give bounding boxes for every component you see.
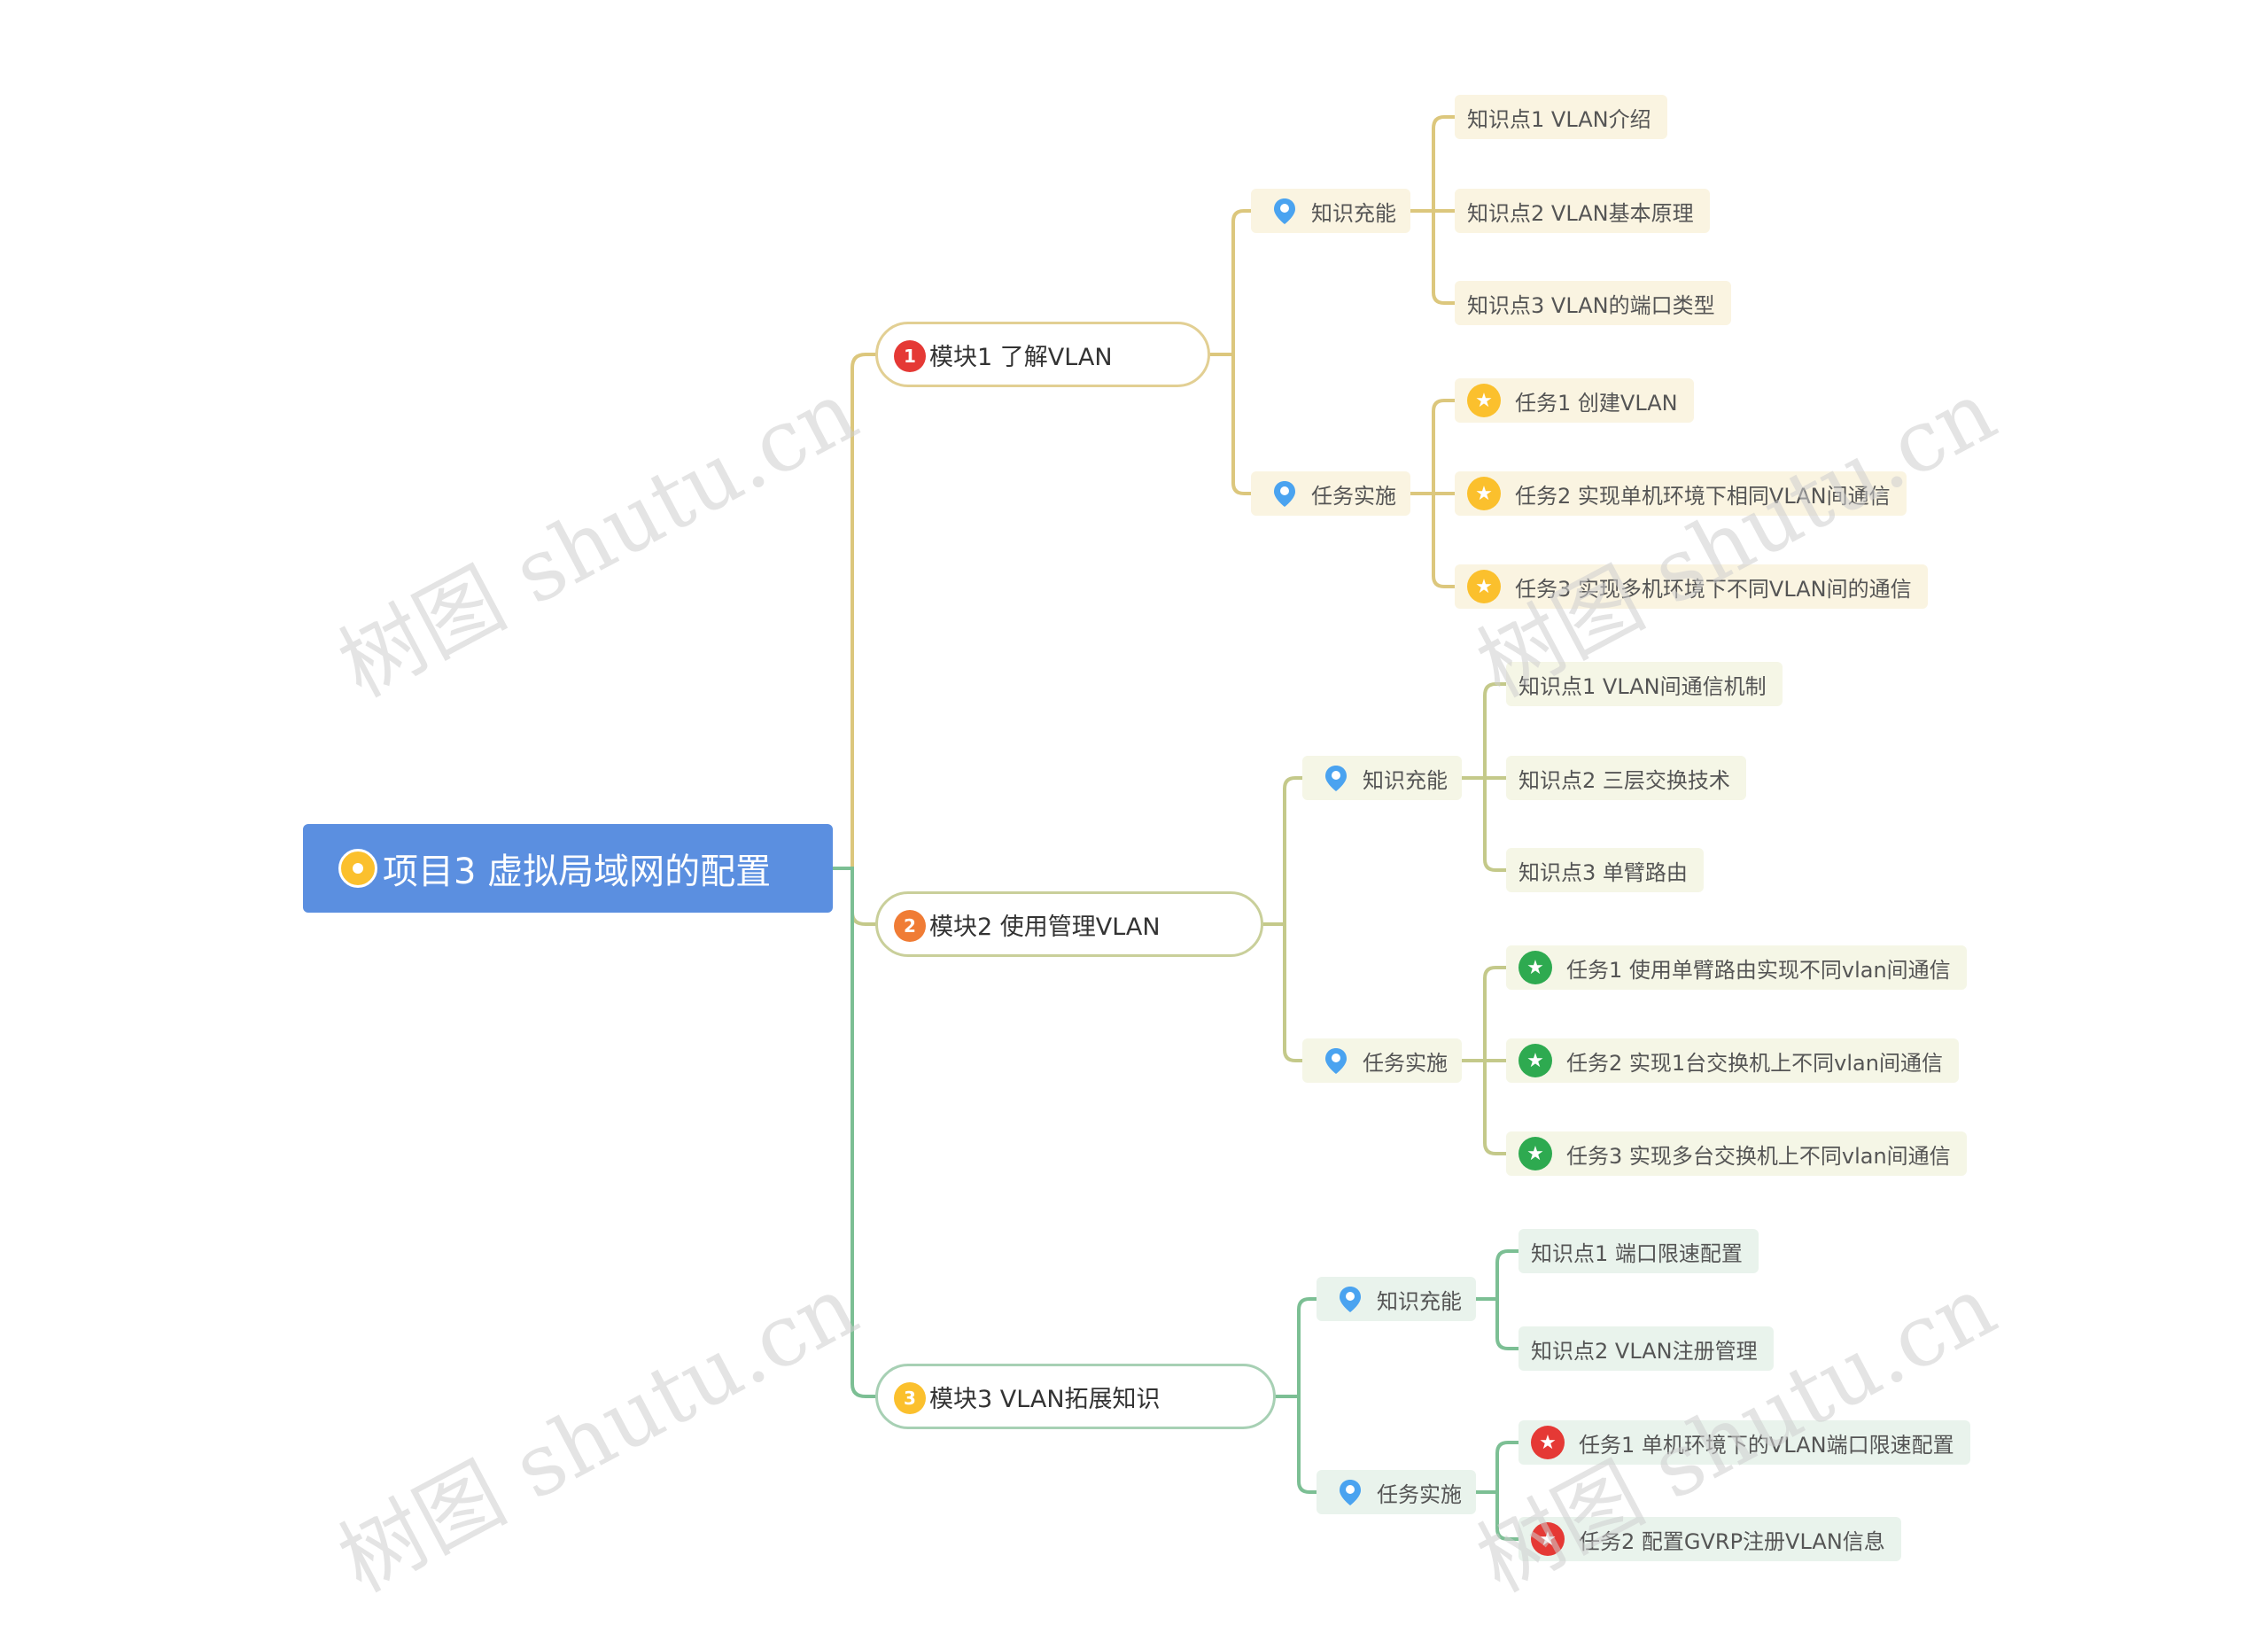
module-3-task-item-2[interactable]: ★任务2 配置GVRP注册VLAN信息 — [1518, 1517, 1901, 1561]
number-2-badge-icon: 2 — [894, 910, 926, 942]
star-icon: ★ — [1518, 951, 1552, 984]
location-pin-icon — [1325, 766, 1347, 791]
number-1-badge-icon: 1 — [894, 340, 926, 372]
module-2-task-item-3[interactable]: ★任务3 实现多台交换机上不同vlan间通信 — [1506, 1131, 1967, 1176]
star-icon: ★ — [1467, 384, 1501, 417]
link-m3-k-items — [1474, 1249, 1520, 1350]
location-pin-icon — [1274, 481, 1295, 507]
module-3-knowledge-node[interactable]: 知识充能 — [1317, 1277, 1476, 1321]
module-2-tasks-label: 任务实施 — [1363, 1050, 1448, 1076]
module-1-node[interactable]: 1 模块1 了解VLAN — [875, 322, 1210, 387]
star-icon: ★ — [1518, 1137, 1552, 1170]
link-m3-t-items — [1474, 1441, 1520, 1541]
module-2-task-item-2[interactable]: ★任务2 实现1台交换机上不同vlan间通信 — [1506, 1038, 1959, 1083]
module-3-knowledge-label: 知识充能 — [1377, 1288, 1462, 1314]
module-1-knowledge-label: 知识充能 — [1311, 200, 1396, 226]
module-3-node[interactable]: 3 模块3 VLAN拓展知识 — [875, 1364, 1276, 1429]
module-3-label: 模块3 VLAN拓展知识 — [929, 1385, 1161, 1413]
module-2-knowledge-label: 知识充能 — [1363, 767, 1448, 793]
link-m2-knowledge — [1262, 776, 1304, 926]
link-m3-tasks — [1274, 1395, 1318, 1494]
location-pin-icon — [1274, 198, 1295, 224]
module-1-tasks-node[interactable]: 任务实施 — [1251, 471, 1410, 516]
star-icon: ★ — [1531, 1426, 1565, 1459]
module-1-tasks-label: 任务实施 — [1311, 483, 1396, 509]
link-m1-k-items — [1409, 115, 1456, 305]
star-icon: ★ — [1531, 1522, 1565, 1556]
module-2-knowledge-node[interactable]: 知识充能 — [1302, 756, 1462, 800]
link-m2-k-items — [1460, 682, 1508, 872]
module-3-task-item-1[interactable]: ★任务1 单机环境下的VLAN端口限速配置 — [1518, 1420, 1970, 1465]
lightbulb-icon — [338, 849, 377, 888]
link-root-m1 — [831, 353, 877, 870]
module-3-tasks-label: 任务实施 — [1377, 1481, 1462, 1507]
location-pin-icon — [1340, 1480, 1361, 1505]
module-3-tasks-node[interactable]: 任务实施 — [1317, 1470, 1476, 1514]
link-root-m3 — [831, 867, 877, 1398]
module-1-label: 模块1 了解VLAN — [929, 343, 1113, 371]
module-3-knowledge-item-1[interactable]: 知识点1 端口限速配置 — [1518, 1229, 1759, 1273]
star-icon: ★ — [1467, 477, 1501, 510]
module-1-knowledge-item-3[interactable]: 知识点3 VLAN的端口类型 — [1455, 281, 1731, 325]
module-2-task-item-1[interactable]: ★任务1 使用单臂路由实现不同vlan间通信 — [1506, 945, 1967, 990]
link-m1-tasks — [1208, 353, 1253, 495]
module-2-label: 模块2 使用管理VLAN — [929, 913, 1161, 941]
root-title: 项目3 虚拟局域网的配置 — [383, 851, 772, 892]
module-2-tasks-node[interactable]: 任务实施 — [1302, 1038, 1462, 1083]
link-m3-knowledge — [1274, 1297, 1318, 1398]
module-1-knowledge-item-1[interactable]: 知识点1 VLAN介绍 — [1455, 95, 1667, 139]
module-1-knowledge-node[interactable]: 知识充能 — [1251, 189, 1410, 233]
root-node[interactable]: 项目3 虚拟局域网的配置 — [303, 824, 833, 913]
link-m1-t-items — [1409, 399, 1456, 588]
link-m1-knowledge — [1208, 209, 1253, 356]
star-icon: ★ — [1518, 1044, 1552, 1077]
module-2-knowledge-item-2[interactable]: 知识点2 三层交换技术 — [1506, 756, 1746, 800]
location-pin-icon — [1340, 1287, 1361, 1312]
link-m2-tasks — [1262, 922, 1304, 1062]
module-3-knowledge-item-2[interactable]: 知识点2 VLAN注册管理 — [1518, 1326, 1774, 1371]
module-2-node[interactable]: 2 模块2 使用管理VLAN — [875, 891, 1263, 957]
number-3-badge-icon: 3 — [894, 1382, 926, 1414]
link-m2-t-items — [1460, 966, 1508, 1155]
module-1-task-item-1[interactable]: ★任务1 创建VLAN — [1455, 378, 1694, 423]
module-2-knowledge-item-1[interactable]: 知识点1 VLAN间通信机制 — [1506, 662, 1783, 706]
module-1-knowledge-item-2[interactable]: 知识点2 VLAN基本原理 — [1455, 189, 1710, 233]
star-icon: ★ — [1467, 570, 1501, 603]
module-2-knowledge-item-3[interactable]: 知识点3 单臂路由 — [1506, 848, 1704, 892]
module-1-task-item-2[interactable]: ★任务2 实现单机环境下相同VLAN间通信 — [1455, 471, 1907, 516]
module-1-task-item-3[interactable]: ★任务3 实现多机环境下不同VLAN间的通信 — [1455, 564, 1928, 609]
location-pin-icon — [1325, 1048, 1347, 1074]
